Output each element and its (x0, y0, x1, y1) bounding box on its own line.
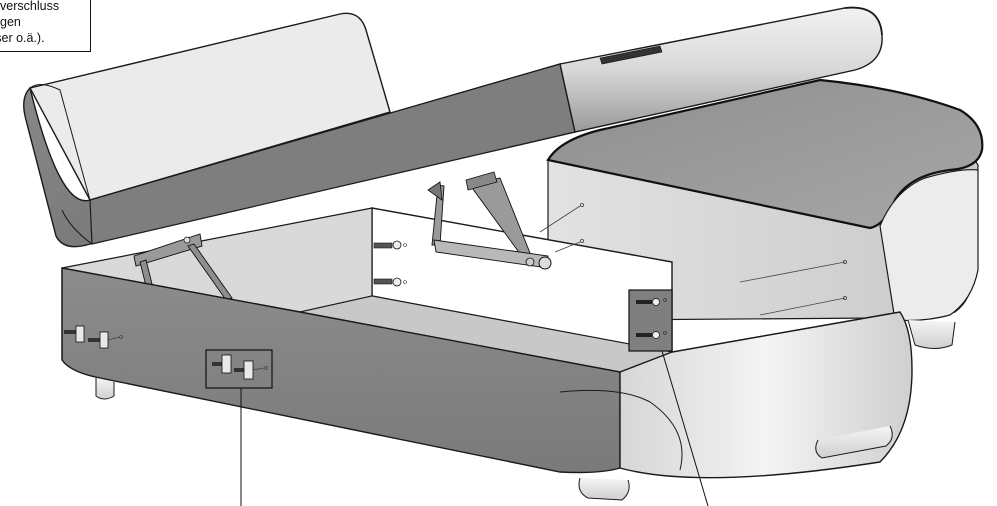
bolt-icon (373, 277, 407, 287)
bolt-icon (64, 325, 123, 349)
bolt-icon (636, 331, 667, 339)
callout-line-1: isverschluss (0, 0, 60, 13)
callout-line-3: sser o.ä.). (0, 31, 45, 45)
detail-box-rear (628, 289, 709, 506)
raised-lid (23, 6, 883, 248)
front-left-bolts (64, 325, 123, 349)
bolt-icon (636, 298, 667, 306)
callout-line-2: gen (0, 15, 21, 29)
feet (95, 378, 893, 501)
rear-wall-bolts (373, 240, 407, 287)
callout-note: isverschluss gen sser o.ä.). (0, 0, 91, 52)
lift-hinge-icon (427, 171, 552, 270)
detail-box-front (205, 349, 273, 506)
lift-hinge-icon (133, 233, 233, 301)
bolt-icon (373, 240, 407, 250)
bolt-icon (212, 354, 268, 380)
